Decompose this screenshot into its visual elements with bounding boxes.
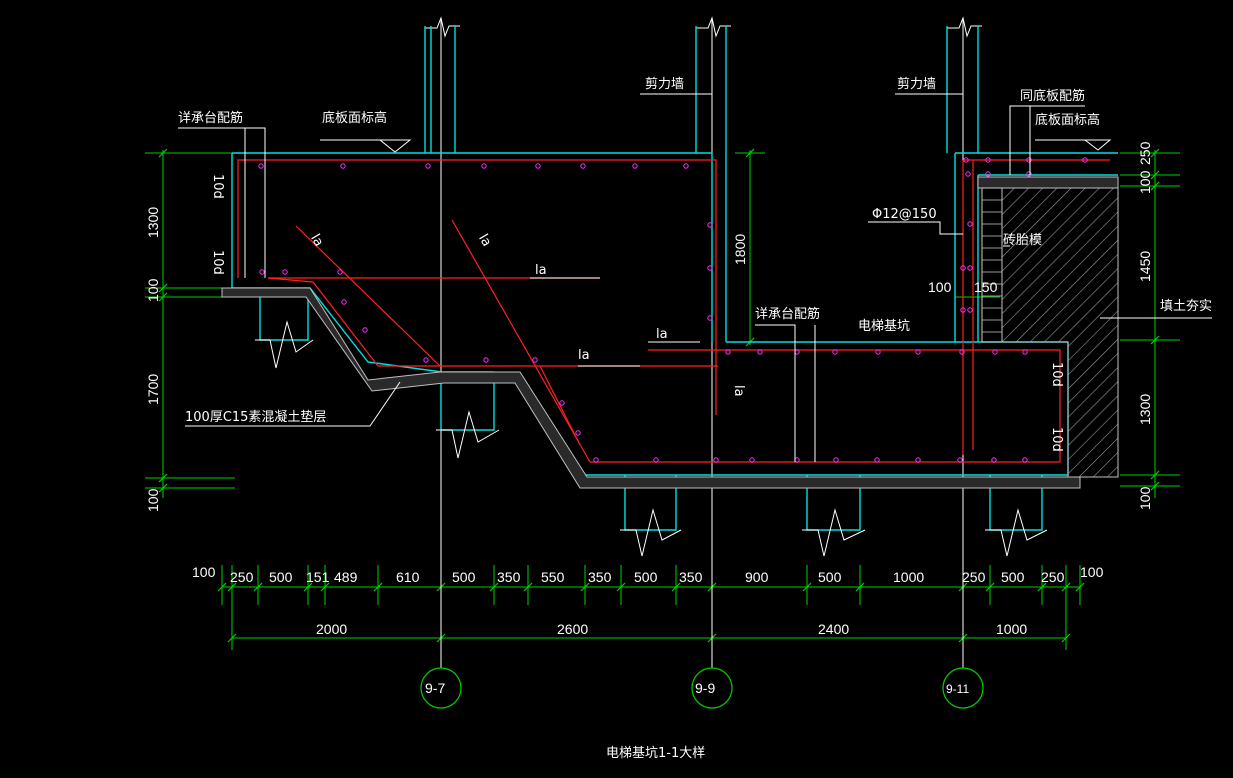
dim-t-3: 1000 (996, 621, 1027, 637)
la-label-5: la (475, 232, 494, 250)
bottom-total-dims: 2000 2600 2400 1000 (316, 621, 1027, 637)
shear-wall-label-2: 剪力墙 (897, 76, 936, 92)
dim-b-5: 610 (396, 569, 420, 585)
dim-mid-1800: 1800 (732, 234, 748, 265)
pile-cap-rebar-left-label: 详承台配筋 (178, 110, 243, 126)
axis-labels: 9-7 9-9 9-11 (425, 680, 969, 696)
bottom-detail-dims: 100 250 500 151 489 610 500 350 550 350 … (192, 564, 1104, 585)
dim-b-4: 489 (334, 569, 358, 585)
dim-b-7: 350 (497, 569, 521, 585)
dim-inner-150: 150 (974, 279, 998, 295)
vertical-dims: 1300 100 1700 100 1800 250 100 1450 1300… (145, 141, 1153, 512)
dim-right-100b: 100 (1137, 486, 1153, 510)
dim-t-1: 2600 (557, 621, 588, 637)
cushion-label: 100厚C15素混凝土垫层 (185, 409, 326, 425)
dim-b-18: 100 (1080, 564, 1104, 580)
dim-right-100a: 100 (1137, 170, 1153, 194)
drawing-title: 电梯基坑1-1大样 (606, 746, 705, 761)
dim-b-3: 151 (306, 569, 330, 585)
labels: 详承台配筋 底板面标高 剪力墙 剪力墙 同底板配筋 底板面标高 Φ12@150 … (178, 76, 1212, 761)
rebar-lines (237, 159, 1110, 463)
fill-hatch (1001, 187, 1119, 478)
la-label-1: la (535, 263, 547, 278)
dim-left-1300: 1300 (145, 207, 161, 238)
dim-b-11: 350 (679, 569, 703, 585)
pile-cap-rebar-mid-label: 详承台配筋 (755, 306, 820, 322)
same-as-slab-rebar-label: 同底板配筋 (1020, 88, 1085, 104)
dimension-lines (145, 148, 1180, 650)
axis-label-9-11: 9-11 (946, 682, 969, 696)
brick-mold (981, 187, 1003, 343)
dim-left-100b: 100 (145, 488, 161, 512)
dim-b-17: 250 (1041, 569, 1065, 585)
brick-mold-label: 砖胎模 (1003, 233, 1042, 248)
pile-break-marks (255, 320, 1048, 557)
dim-b-8: 550 (541, 569, 565, 585)
dim-b-10: 500 (634, 569, 658, 585)
shear-wall-label-1: 剪力墙 (645, 76, 684, 92)
dim-right-1300: 1300 (1137, 394, 1153, 425)
leader-lines (178, 93, 1212, 462)
dim-t-0: 2000 (316, 621, 347, 637)
ld-label-4: 10d (1049, 427, 1064, 452)
dim-b-1: 250 (230, 569, 254, 585)
dim-t-2: 2400 (818, 621, 849, 637)
la-label-6: la (731, 385, 746, 397)
la-label-4: la (307, 232, 326, 250)
dim-left-100a: 100 (145, 278, 161, 302)
axis-label-9-7: 9-7 (425, 680, 445, 696)
dim-b-2: 500 (269, 569, 293, 585)
dim-right-1450: 1450 (1137, 251, 1153, 282)
dim-b-6: 500 (452, 569, 476, 585)
dim-inner-100: 100 (928, 279, 952, 295)
dim-left-1700: 1700 (145, 374, 161, 405)
la-label-3: la (656, 327, 668, 342)
rebar-spec-label: Φ12@150 (872, 207, 937, 222)
axis-bubbles (420, 667, 984, 709)
dim-b-14: 1000 (893, 569, 924, 585)
fill-compact-label: 填土夯实 (1160, 299, 1212, 314)
slab-top-elev-right-label: 底板面标高 (1035, 112, 1100, 128)
la-label-2: la (578, 348, 590, 363)
dim-b-16: 500 (1001, 569, 1025, 585)
dim-right-250: 250 (1137, 141, 1153, 165)
dim-b-12: 900 (745, 569, 769, 585)
axis-label-9-9: 9-9 (695, 680, 715, 696)
dim-b-13: 500 (818, 569, 842, 585)
dim-b-0: 100 (192, 564, 216, 580)
dim-b-9: 350 (588, 569, 612, 585)
slab-top-elev-left-label: 底板面标高 (322, 110, 387, 126)
ld-label-2: 10d (210, 250, 225, 275)
ld-label-3: 10d (1049, 362, 1064, 387)
dim-b-15: 250 (962, 569, 986, 585)
elevator-pit-label: 电梯基坑 (858, 319, 910, 334)
ld-label-1: 10d (210, 174, 225, 199)
